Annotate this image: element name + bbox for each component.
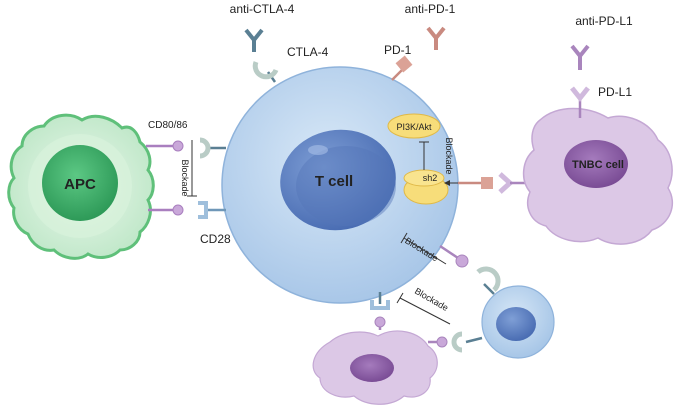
anti-pdl1-label: anti-PD-L1 [575, 14, 633, 28]
cd80-86-ligands [146, 140, 184, 216]
pd1-receptor-top [391, 55, 413, 81]
cd28-label: CD28 [200, 232, 231, 246]
ctla4-receptor [252, 61, 279, 83]
anti-ctla4-label: anti-CTLA-4 [230, 2, 295, 16]
signal-blockade-label: Blockade [444, 137, 454, 174]
apc-cell: APC [7, 113, 155, 260]
pi3k-akt-node: PI3K/Akt [387, 113, 441, 139]
anti-ctla4-antibody-icon [244, 28, 264, 52]
shp2-node: sh2 [403, 169, 449, 205]
svg-text:PI3K/Akt: PI3K/Akt [396, 122, 432, 132]
small-t-cell [481, 283, 555, 359]
t-cell-nucleus [280, 129, 396, 231]
tnbc-label: TNBC cell [572, 159, 624, 171]
apc-blockade-label: Blockade [180, 159, 190, 196]
lower-ligand-receptor [370, 292, 483, 353]
apc-label: APC [64, 176, 96, 193]
tnbc-cell: TNBC cell [522, 107, 673, 245]
anti-pd1-label: anti-PD-1 [405, 2, 456, 16]
svg-text:sh2: sh2 [423, 173, 438, 183]
pdl1-receptor [570, 86, 590, 118]
pd1-label-top: PD-1 [384, 43, 412, 57]
t-cell: T cell [221, 66, 459, 304]
signal-inhibition: Blockade [419, 137, 454, 175]
lower-tumor-blockade: Blockade [396, 286, 451, 325]
anti-pdl1-antibody-icon [570, 44, 590, 70]
anti-pd1-antibody-icon [426, 26, 446, 50]
cd80-86-label: CD80/86 [148, 120, 188, 131]
tnbc-nucleus [564, 140, 628, 188]
cd28-receptor [198, 201, 226, 219]
apc-nucleus [42, 145, 118, 221]
t-cell-label: T cell [315, 173, 353, 190]
apc-blockade: Blockade [180, 140, 197, 197]
pdl1-label: PD-L1 [598, 85, 632, 99]
lower-tumor-cell [312, 330, 438, 405]
pd1-pdl1-interaction [458, 172, 526, 194]
tcell-ligand-lower [439, 244, 501, 292]
ctla4-apc-receptor [199, 137, 226, 159]
ctla4-label: CTLA-4 [287, 45, 329, 59]
lower-tumor-blockade-label: Blockade [413, 286, 450, 313]
